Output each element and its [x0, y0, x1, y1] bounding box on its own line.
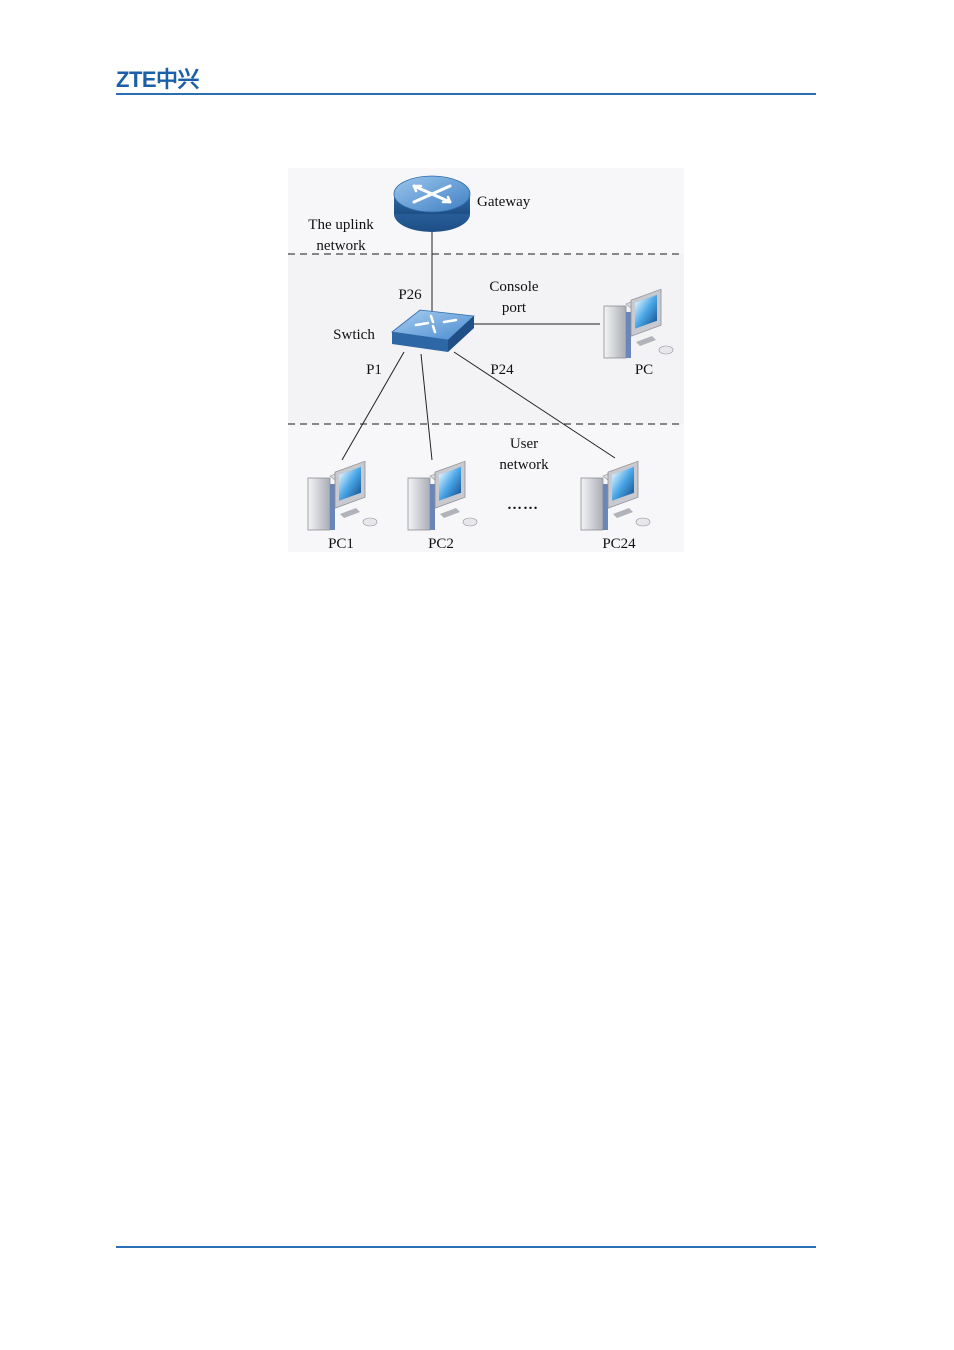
port-p26-label: P26 — [398, 287, 422, 303]
gateway-label: Gateway — [477, 194, 531, 210]
footer-rule — [116, 1246, 816, 1248]
port-p1-label: P1 — [366, 362, 382, 378]
switch-label: Swtich — [333, 327, 375, 343]
user-zone-label-line1: User — [510, 436, 538, 452]
pc2-label: PC2 — [428, 536, 454, 552]
router-icon — [394, 176, 470, 232]
pc24-label: PC24 — [602, 536, 636, 552]
console-port-label-line1: Console — [489, 279, 539, 295]
user-zone-label-line2: network — [499, 457, 549, 473]
uplink-zone-label-line2: network — [316, 238, 366, 254]
zte-logo: ZTE中兴 — [116, 62, 199, 94]
ellipsis: …… — [507, 497, 539, 513]
network-diagram: Gateway The uplink network P26 Console p… — [288, 168, 684, 552]
uplink-zone-label-line1: The uplink — [308, 217, 374, 233]
port-p24-label: P24 — [490, 362, 514, 378]
console-pc-label: PC — [635, 362, 653, 378]
pc1-label: PC1 — [328, 536, 354, 552]
header-rule — [116, 93, 816, 95]
console-port-label-line2: port — [502, 300, 527, 316]
